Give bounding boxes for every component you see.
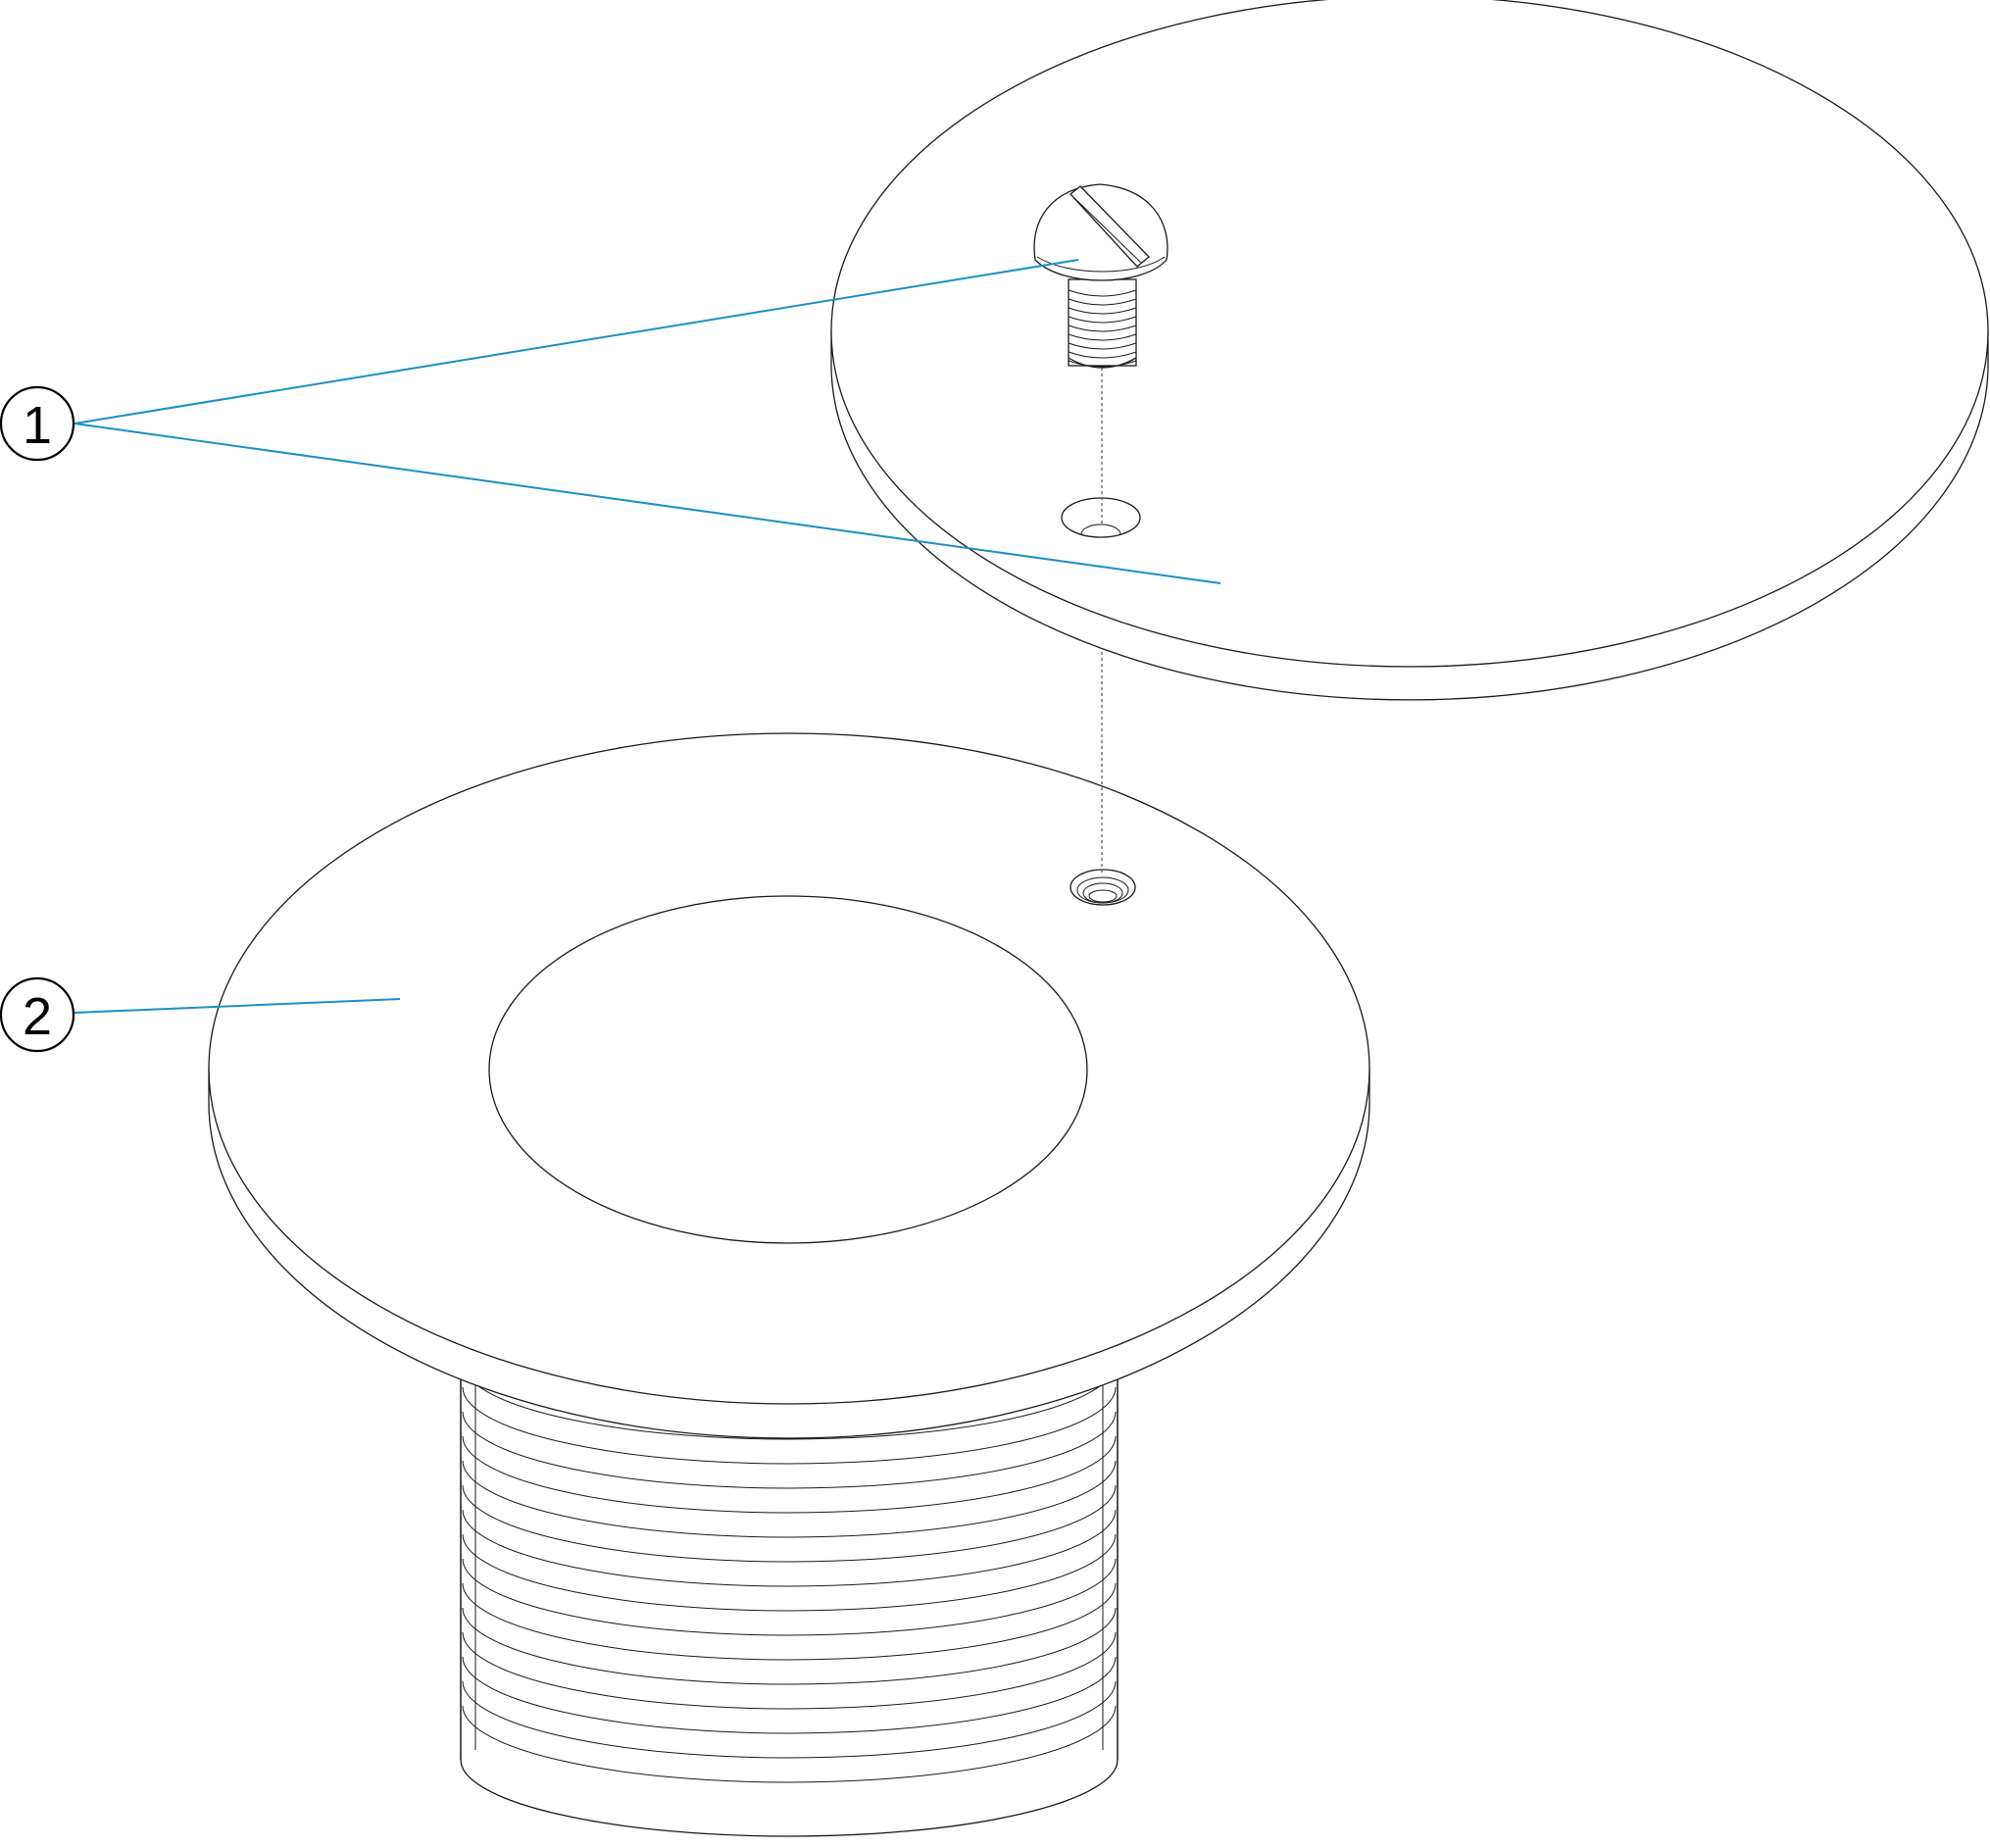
screw-thread bbox=[1068, 333, 1137, 341]
threaded-hole bbox=[1070, 869, 1136, 906]
flange-bore bbox=[488, 895, 1088, 1244]
screw-shank bbox=[1068, 278, 1137, 369]
callout-1: 1 bbox=[0, 385, 75, 462]
thread-ring bbox=[462, 1680, 1117, 1759]
cover-plate bbox=[830, 0, 1989, 701]
screw-thread bbox=[1068, 360, 1137, 368]
thread-ring bbox=[462, 1582, 1117, 1661]
thread-ring bbox=[462, 1631, 1117, 1710]
thread-ring bbox=[462, 1558, 1117, 1636]
screw-thread bbox=[1068, 325, 1137, 332]
thread-ring bbox=[462, 1533, 1117, 1612]
leader-1-cover bbox=[74, 423, 1221, 584]
thread-ring bbox=[462, 1656, 1117, 1734]
thread-ring bbox=[462, 1484, 1117, 1563]
screw-head bbox=[1033, 183, 1169, 281]
thread-ring bbox=[462, 1435, 1117, 1514]
thread-ring bbox=[462, 1411, 1117, 1489]
countersunk-hole bbox=[1061, 497, 1141, 538]
thread-ring bbox=[462, 1509, 1117, 1587]
screw-thread bbox=[1068, 289, 1137, 297]
screw-thread bbox=[1068, 316, 1137, 324]
thread-ring bbox=[462, 1362, 1117, 1440]
thread-cylinder bbox=[460, 1362, 1119, 1837]
screw-thread bbox=[1068, 298, 1137, 306]
screw-thread bbox=[1068, 307, 1137, 315]
thread-ring bbox=[462, 1386, 1117, 1465]
thread-ring bbox=[462, 1607, 1117, 1685]
screw bbox=[1033, 183, 1169, 369]
thread-ring bbox=[462, 1460, 1117, 1538]
screw-thread bbox=[1068, 351, 1137, 359]
callout-2: 2 bbox=[0, 976, 75, 1053]
callout-1-label: 1 bbox=[23, 396, 52, 455]
leader-2-body bbox=[74, 998, 401, 1014]
leader-1-screw bbox=[74, 259, 1079, 425]
callout-2-label: 2 bbox=[23, 987, 52, 1046]
thread-ring bbox=[462, 1705, 1117, 1783]
thread-rings bbox=[462, 1362, 1117, 1783]
screw-thread bbox=[1068, 342, 1137, 350]
flange bbox=[208, 732, 1370, 1439]
threaded-flange-body bbox=[208, 732, 1370, 1837]
leaders bbox=[74, 259, 1221, 1014]
